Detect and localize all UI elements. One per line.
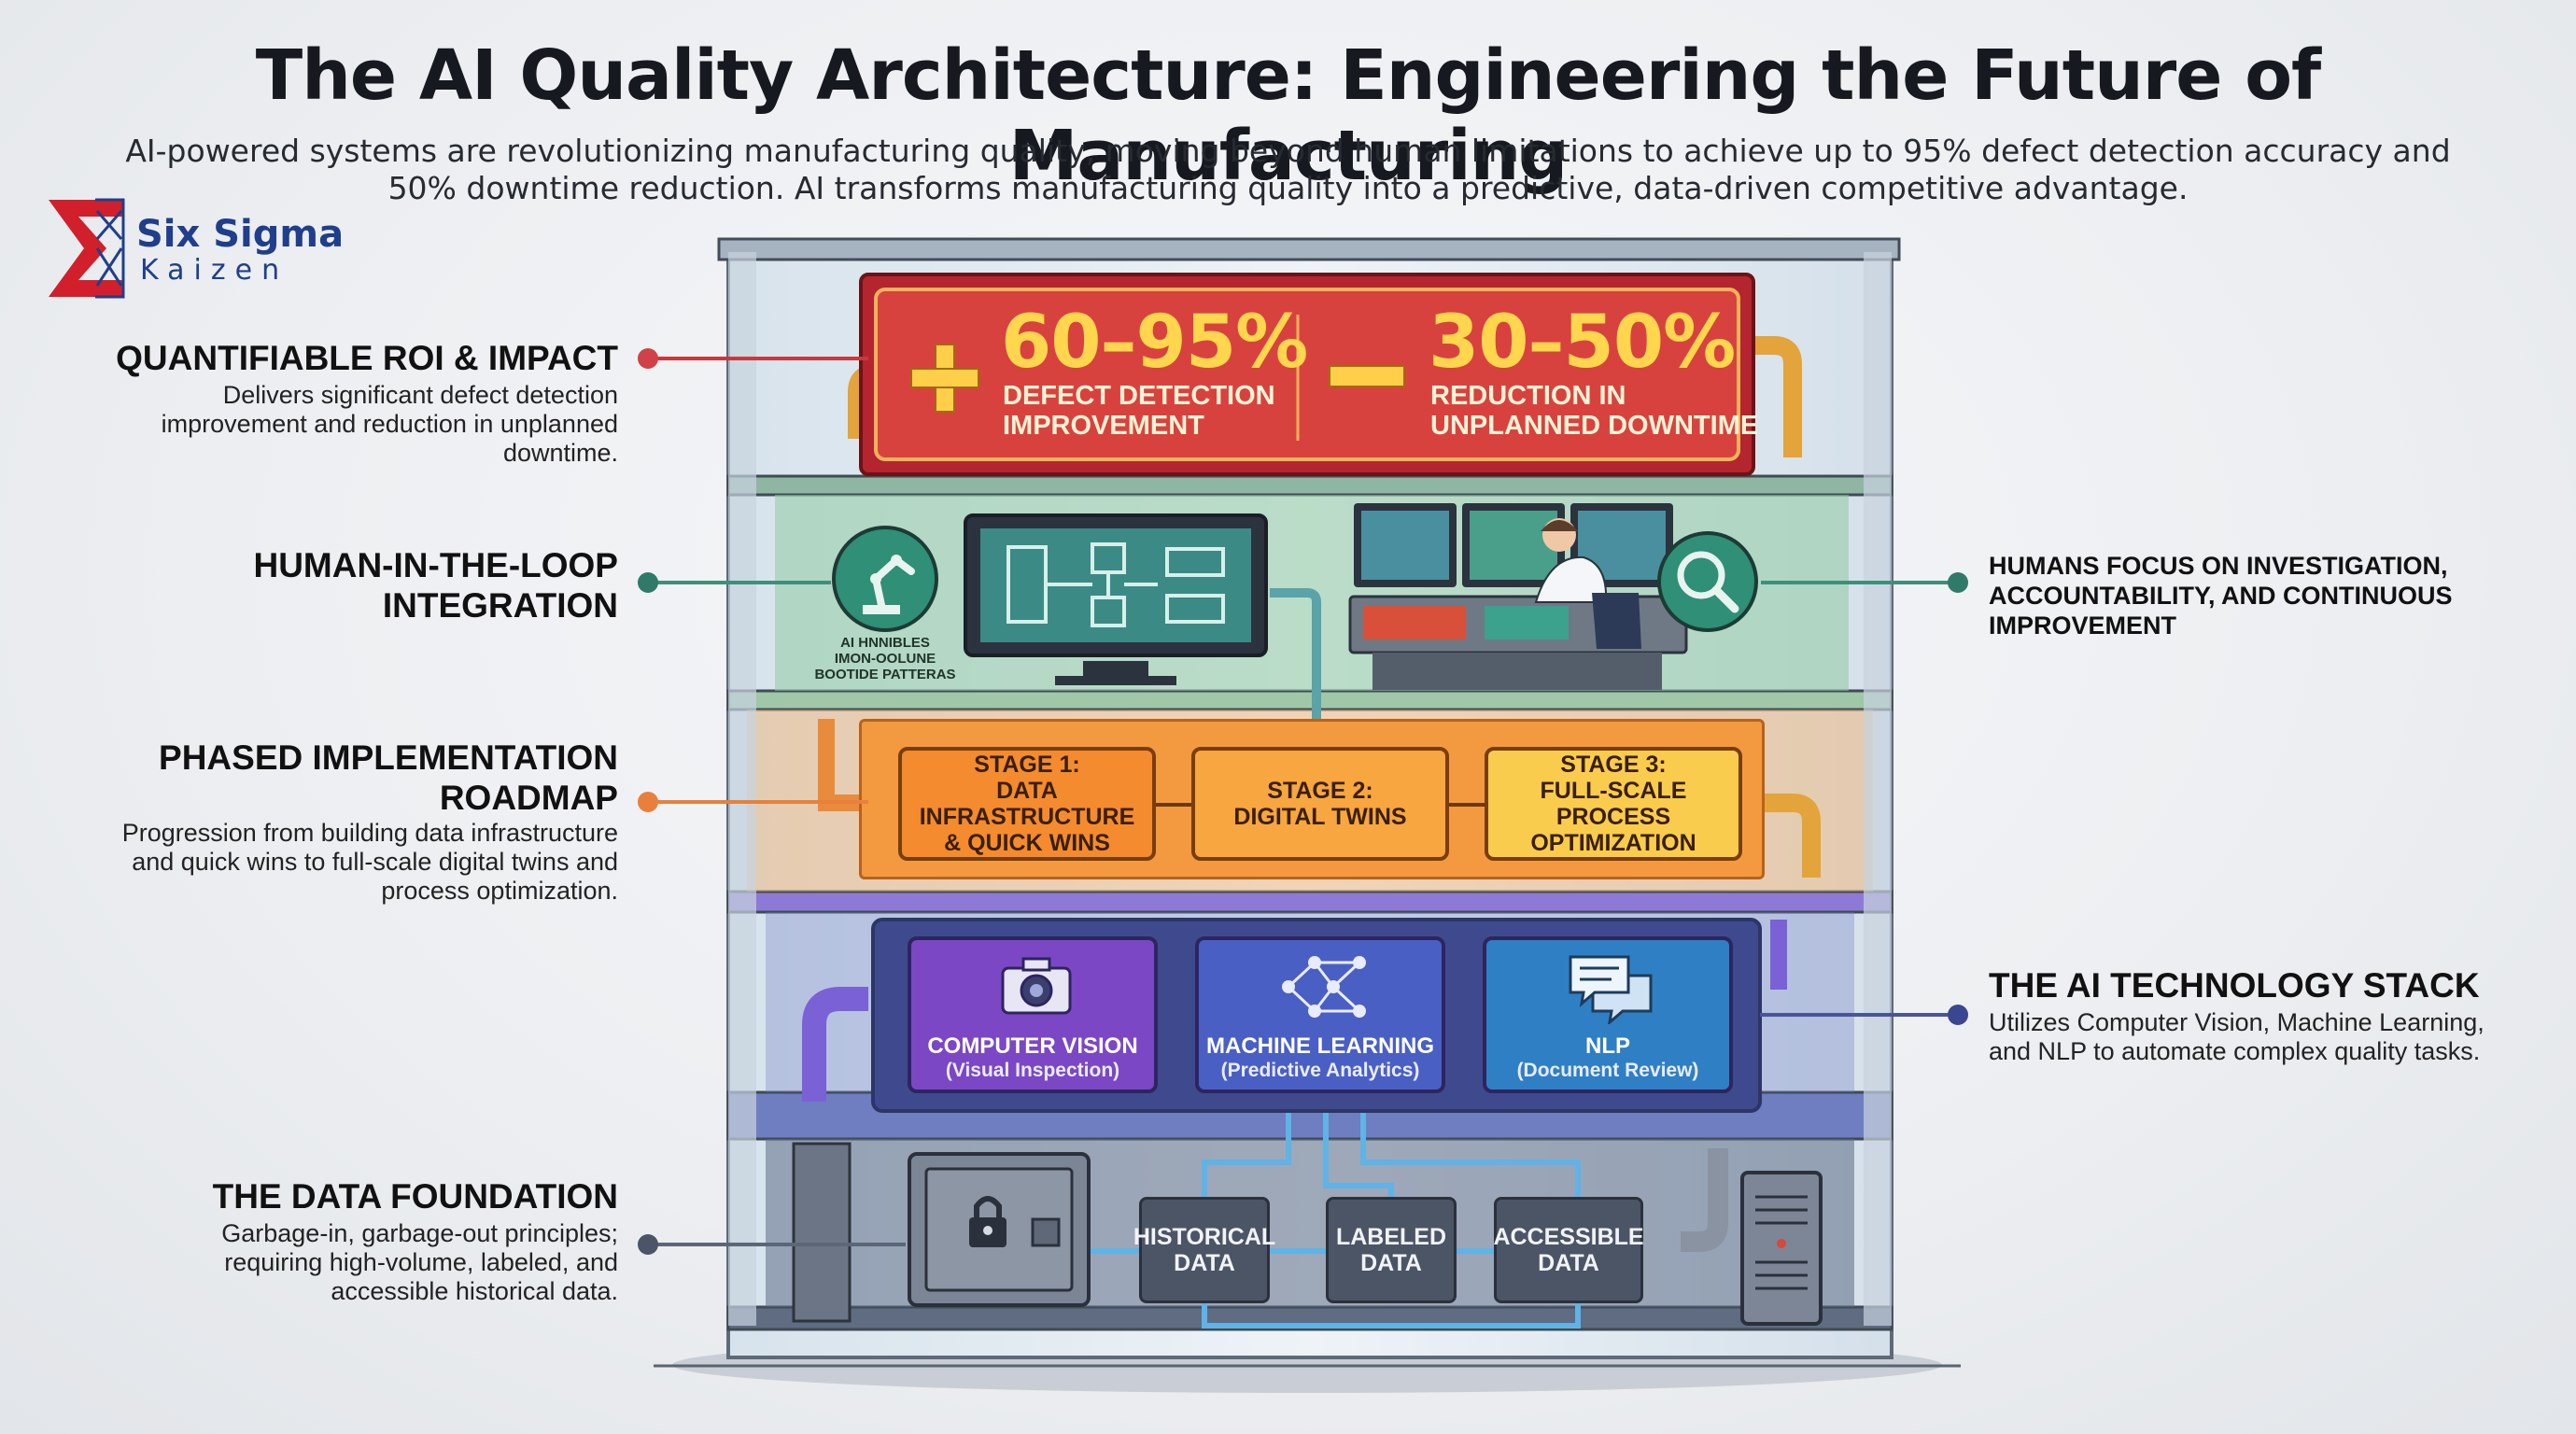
human-loop-heading-1: HUMAN-IN-THE-LOOP [253,546,618,584]
plus-icon [910,344,979,413]
neural-network-icon [1282,956,1366,1018]
data-foundation-desc-2: requiring high-volume, labeled, and [224,1248,618,1276]
process-monitor-icon [964,513,1268,685]
sigma-logo-icon [49,198,125,299]
computer-vision-box: COMPUTER VISION (Visual Inspection) [908,936,1158,1093]
roi-downtime-label-1: REDUCTION IN [1430,381,1626,411]
roi-panel [859,273,1755,476]
camera-icon [1001,957,1072,1015]
roadmap-heading-1: PHASED IMPLEMENTATION [159,738,618,777]
roi-defect-label-2: IMPROVEMENT [1003,411,1204,441]
server-tower-icon [1740,1171,1823,1326]
roadmap-desc-1: Progression from building data infrastru… [121,819,618,847]
operator-workstation-icon [1348,503,1688,690]
data-foundation-heading: THE DATA FOUNDATION [212,1177,618,1216]
roi-downtime-label-2: UNPLANNED DOWNTIME [1430,411,1759,441]
subtitle-line-2: 50% downtime reduction. AI transforms ma… [387,170,2189,206]
data-foundation-desc-3: accessible historical data. [331,1277,618,1305]
human-loop-heading-2: INTEGRATION [382,586,618,625]
tech-stack-desc-1: Utilizes Computer Vision, Machine Learni… [1989,1008,2485,1036]
roi-desc-1: Delivers significant defect detection [222,381,618,409]
humans-focus-text-1: HUMANS FOCUS ON INVESTIGATION, [1989,552,2448,580]
stage-2-box: STAGE 2:DIGITAL TWINS [1191,747,1449,861]
logo-title: Six Sigma [136,213,345,256]
roi-defect-value: 60–95% [1001,301,1308,385]
logo-subtitle: Kaizen [140,254,289,287]
machine-learning-box: MACHINE LEARNING (Predictive Analytics) [1195,936,1445,1093]
humans-focus-text-3: IMPROVEMENT [1989,612,2177,640]
tech-stack-desc-2: and NLP to automate complex quality task… [1989,1037,2481,1065]
roi-desc-3: downtime. [502,439,618,467]
roi-downtime-value: 30–50% [1429,301,1736,385]
roadmap-desc-2: and quick wins to full-scale digital twi… [132,848,618,876]
robot-caption-2: IMON-OOLUNE [834,651,936,667]
roi-heading: QUANTIFIABLE ROI & IMPACT [116,339,618,377]
magnifier-icon [1657,531,1758,632]
robot-caption-1: AI HNNIBLES [840,635,930,651]
humans-focus-text-2: ACCOUNTABILITY, AND CONTINUOUS [1989,582,2453,610]
page-title: The AI Quality Architecture: Engineering… [255,35,2322,196]
robot-caption-3: BOOTIDE PATTERAS [814,667,956,682]
data-foundation-desc-1: Garbage-in, garbage-out principles; [221,1219,618,1247]
robot-arm-icon [832,526,938,632]
tech-stack-heading: THE AI TECHNOLOGY STACK [1989,966,2480,1005]
nlp-box: NLP (Document Review) [1483,936,1733,1093]
roi-defect-label-1: DEFECT DETECTION [1003,381,1275,411]
stage-1-box: STAGE 1:DATA INFRASTRUCTURE& QUICK WINS [898,747,1156,861]
roi-desc-2: improvement and reduction in unplanned [161,410,618,438]
subtitle-line-1: AI-powered systems are revolutionizing m… [125,133,2451,169]
roadmap-desc-3: process optimization. [381,877,618,905]
vault-safe-icon [908,1152,1091,1307]
minus-icon [1329,365,1405,387]
chat-bubbles-icon [1569,955,1653,1024]
roadmap-heading-2: ROADMAP [439,779,618,817]
